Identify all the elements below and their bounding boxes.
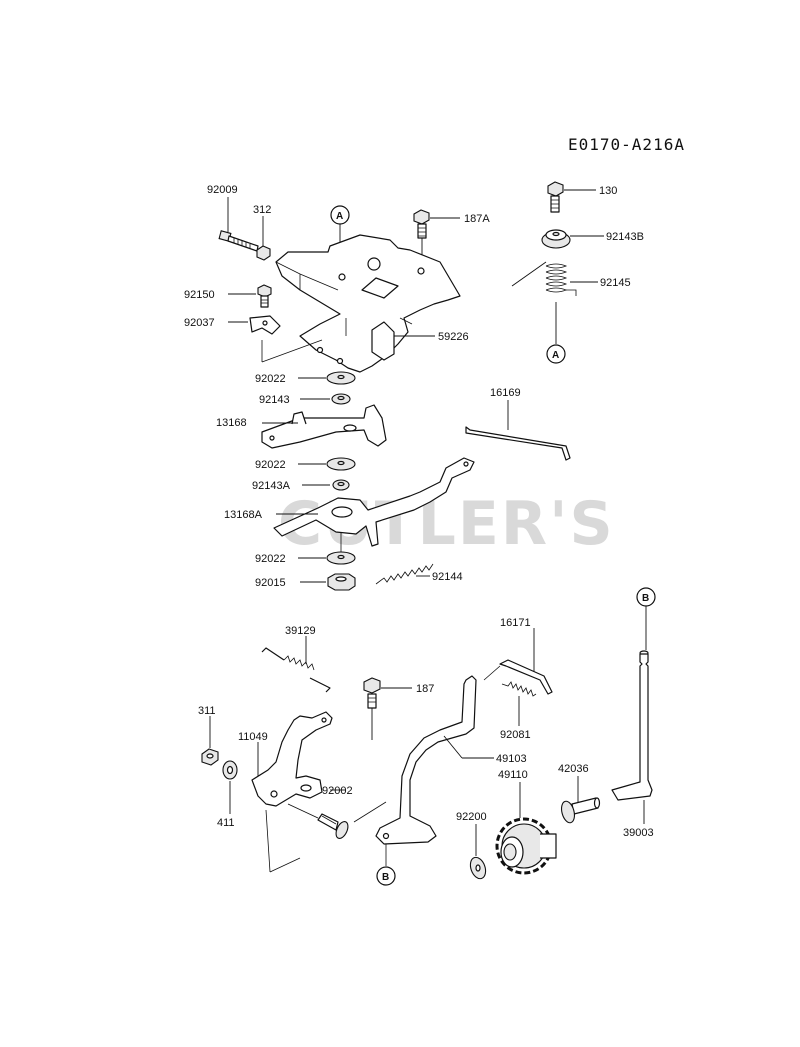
part-label-187[interactable]: 187 xyxy=(416,683,434,695)
part-label-42036[interactable]: 42036 xyxy=(558,763,589,775)
part-label-92200[interactable]: 92200 xyxy=(456,811,487,823)
diagram-code: E0170-A216A xyxy=(568,135,685,154)
svg-text:B: B xyxy=(382,872,389,883)
part-label-11049[interactable]: 11049 xyxy=(238,731,268,743)
pin-92002[interactable] xyxy=(287,789,350,840)
part-label-13168[interactable]: 13168 xyxy=(216,417,247,429)
svg-text:A: A xyxy=(336,211,343,222)
part-label-59226[interactable]: 59226 xyxy=(438,331,469,343)
washer-92022-2[interactable] xyxy=(298,457,356,471)
part-label-130[interactable]: 130 xyxy=(599,185,617,197)
bracket-59226[interactable] xyxy=(275,234,461,373)
arm-11049[interactable] xyxy=(251,711,333,873)
svg-text:A: A xyxy=(552,350,559,361)
ref-circle-b-top: B xyxy=(636,587,656,650)
collar-92143[interactable] xyxy=(300,393,351,405)
shaft-42036[interactable] xyxy=(559,776,601,824)
nut-311[interactable] xyxy=(201,716,219,766)
plate-13168[interactable] xyxy=(261,404,387,449)
spring-92144[interactable] xyxy=(375,563,434,585)
part-label-92150[interactable]: 92150 xyxy=(184,289,215,301)
nut-312[interactable] xyxy=(256,216,271,261)
part-label-49103[interactable]: 49103 xyxy=(496,753,527,765)
part-label-92022-1[interactable]: 92022 xyxy=(255,373,286,385)
part-label-187A[interactable]: 187A xyxy=(464,213,490,225)
part-label-92022-3[interactable]: 92022 xyxy=(255,553,286,565)
part-label-92144[interactable]: 92144 xyxy=(432,571,463,583)
bolt-92150[interactable] xyxy=(228,284,272,308)
gear-49110[interactable] xyxy=(495,782,557,875)
part-label-92143A[interactable]: 92143A xyxy=(252,480,291,492)
svg-text:B: B xyxy=(642,593,649,604)
part-label-92022-2[interactable]: 92022 xyxy=(255,459,286,471)
rod-16171[interactable] xyxy=(483,628,553,695)
collar-92143A[interactable] xyxy=(302,479,350,491)
lever-49103[interactable] xyxy=(353,675,494,866)
part-label-92081[interactable]: 92081 xyxy=(500,729,531,741)
washer-92022-1[interactable] xyxy=(298,371,356,385)
part-label-311[interactable]: 311 xyxy=(198,705,216,717)
part-label-49110[interactable]: 49110 xyxy=(498,769,528,781)
part-label-92145[interactable]: 92145 xyxy=(600,277,631,289)
bushing-92143B[interactable] xyxy=(541,229,604,249)
washer-92200[interactable] xyxy=(468,824,489,881)
ref-circle-a-bottom: A xyxy=(546,344,566,364)
part-label-92009[interactable]: 92009 xyxy=(207,184,238,196)
spring-92081[interactable] xyxy=(501,681,537,726)
part-label-92143[interactable]: 92143 xyxy=(259,394,290,406)
part-label-92143B[interactable]: 92143B xyxy=(606,231,644,243)
spring-39129[interactable] xyxy=(261,636,331,693)
part-label-92037[interactable]: 92037 xyxy=(184,317,215,329)
lever-13168A[interactable] xyxy=(273,457,475,547)
part-label-411[interactable]: 411 xyxy=(217,817,235,829)
part-label-312[interactable]: 312 xyxy=(253,204,271,216)
bolt-130[interactable] xyxy=(547,181,596,213)
part-label-16171[interactable]: 16171 xyxy=(500,617,531,629)
part-label-39129[interactable]: 39129 xyxy=(285,625,316,637)
part-label-39003[interactable]: 39003 xyxy=(623,827,654,839)
rod-16169[interactable] xyxy=(465,400,571,461)
part-label-16169[interactable]: 16169 xyxy=(490,387,521,399)
part-label-13168A[interactable]: 13168A xyxy=(224,509,263,521)
washer-411[interactable] xyxy=(222,760,238,814)
nut-92015[interactable] xyxy=(300,573,356,591)
bolt-187[interactable] xyxy=(363,677,412,740)
part-label-92015[interactable]: 92015 xyxy=(255,577,286,589)
ref-circle-b-bottom: B xyxy=(376,866,396,886)
part-label-92002[interactable]: 92002 xyxy=(322,785,353,797)
washer-92022-3[interactable] xyxy=(298,532,356,565)
spring-92145[interactable] xyxy=(511,261,598,344)
rod-39003[interactable] xyxy=(611,650,653,824)
clip-92037[interactable] xyxy=(228,315,323,363)
bolt-187A[interactable] xyxy=(413,209,460,270)
